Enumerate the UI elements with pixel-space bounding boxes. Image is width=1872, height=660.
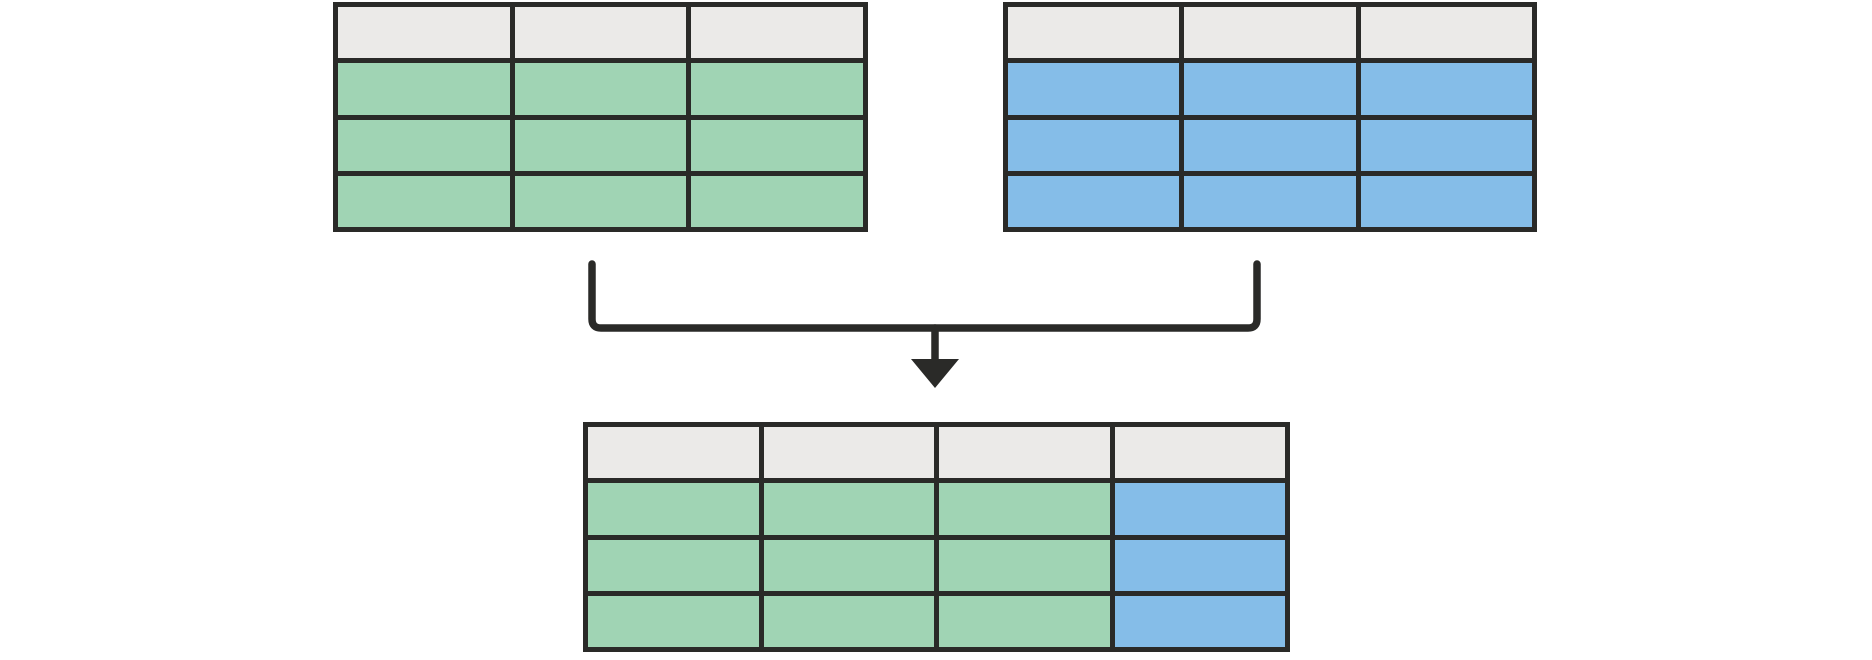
data-cell (1360, 175, 1532, 227)
merged-result-table (583, 422, 1290, 652)
header-cell (1114, 427, 1285, 479)
data-cell (1008, 63, 1180, 115)
data-cell (514, 119, 687, 171)
header-cell (588, 427, 759, 479)
header-cell (1360, 7, 1532, 59)
header-cell (939, 427, 1110, 479)
data-cell (1360, 63, 1532, 115)
header-cell (338, 7, 510, 59)
header-cell (514, 7, 687, 59)
header-cell (691, 7, 863, 59)
data-cell (1184, 175, 1356, 227)
data-cell (1114, 539, 1285, 591)
data-cell (588, 595, 759, 647)
data-cell (691, 175, 863, 227)
data-cell (1184, 119, 1356, 171)
data-cell (1008, 175, 1180, 227)
data-cell (763, 483, 934, 535)
data-cell (338, 119, 510, 171)
data-cell (939, 483, 1110, 535)
left-source-table (333, 2, 868, 232)
data-cell (1360, 119, 1532, 171)
data-cell (514, 63, 687, 115)
data-cell (338, 63, 510, 115)
data-cell (763, 595, 934, 647)
data-cell (1114, 595, 1285, 647)
data-cell (588, 483, 759, 535)
merge-bracket (588, 260, 1261, 332)
data-cell (763, 539, 934, 591)
data-cell (939, 539, 1110, 591)
data-cell (939, 595, 1110, 647)
data-cell (588, 539, 759, 591)
header-cell (763, 427, 934, 479)
data-cell (691, 63, 863, 115)
header-cell (1008, 7, 1180, 59)
data-cell (1008, 119, 1180, 171)
data-cell (1184, 63, 1356, 115)
data-cell (338, 175, 510, 227)
arrow-head-icon (911, 359, 959, 388)
data-cell (1114, 483, 1285, 535)
data-cell (514, 175, 687, 227)
data-cell (691, 119, 863, 171)
header-cell (1184, 7, 1356, 59)
right-source-table (1003, 2, 1537, 232)
